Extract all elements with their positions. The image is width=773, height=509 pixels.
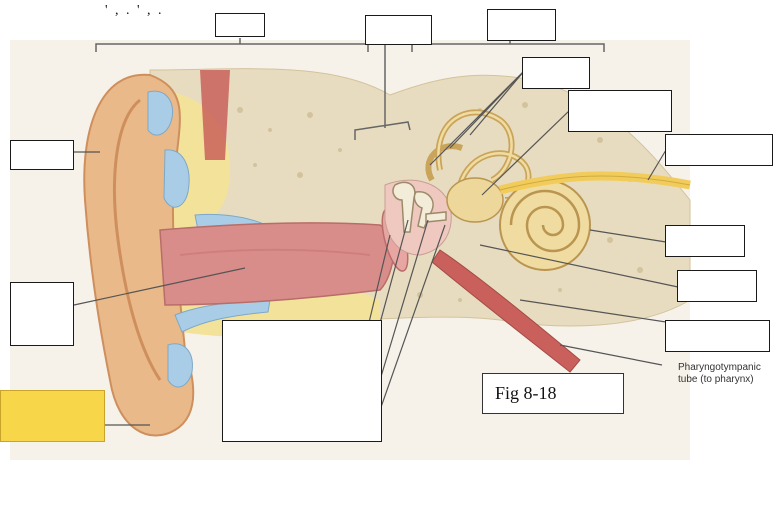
pharyngotympanic-label-line1: Pharyngotympanic [678, 362, 761, 373]
figure-caption: Fig 8-18 [482, 373, 624, 414]
ossicles [392, 181, 447, 233]
label-box-middle-ear-region[interactable] [365, 15, 432, 45]
label-box-round-window[interactable] [677, 270, 757, 302]
label-box-ossicles[interactable] [222, 320, 382, 442]
label-box-cochlea[interactable] [665, 225, 745, 257]
posterior-muscle [200, 70, 230, 160]
region-header-text: ' , . ' , . [105, 3, 164, 18]
auricle-inner-fold [113, 98, 162, 381]
canal-shading [179, 248, 371, 256]
label-box-tympanic-cavity[interactable] [665, 320, 770, 352]
incus [413, 191, 434, 229]
vestibule [446, 177, 504, 223]
label-box-external-canal[interactable] [10, 282, 74, 346]
label-box-auricle[interactable] [10, 140, 74, 170]
pharyngotympanic-label: Pharyngotympanic tube (to pharynx) [678, 362, 761, 386]
label-box-vestibule[interactable] [568, 90, 672, 132]
pharyngotympanic-tube [431, 249, 581, 373]
label-box-semicircular-canals[interactable] [522, 57, 590, 89]
cochlea [499, 179, 591, 271]
label-box-inner-ear-region[interactable] [487, 9, 556, 41]
external-auditory-canal [159, 222, 396, 306]
label-box-nerve[interactable] [665, 134, 773, 166]
label-box-outer-ear-region[interactable] [215, 13, 265, 37]
region-brackets [95, 38, 605, 140]
pharyngotympanic-label-line2: tube (to pharynx) [678, 374, 754, 385]
malleus [392, 181, 416, 233]
stapes [425, 211, 447, 223]
label-box-lobule-highlighted[interactable] [0, 390, 105, 442]
vestibulocochlear-nerve-outline [499, 175, 691, 191]
